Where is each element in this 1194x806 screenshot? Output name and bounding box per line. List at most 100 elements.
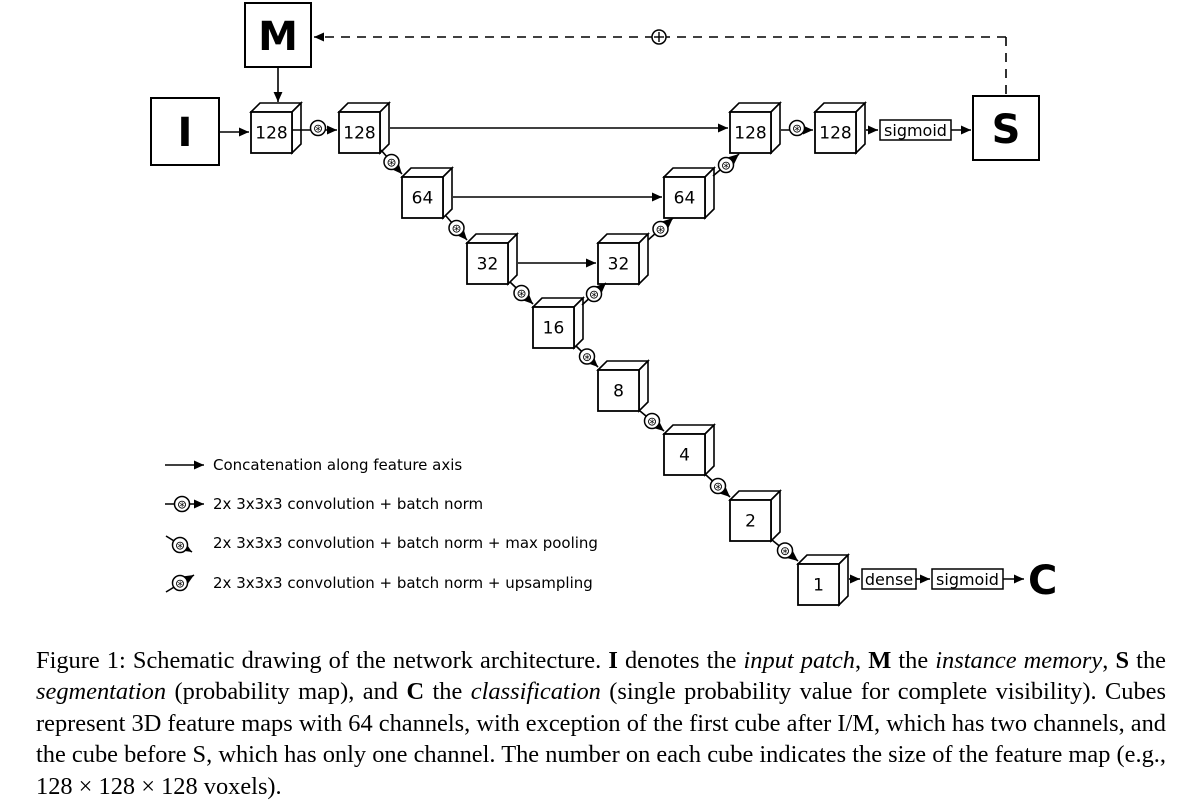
input-label: I: [178, 110, 193, 156]
cube-size-label: 128: [734, 124, 766, 144]
cube-size-label: 8: [613, 382, 624, 402]
cube-size-label: 4: [679, 446, 690, 466]
feature-cube-enc32: 32: [465, 232, 519, 286]
feature-cube-dec128a: 128: [728, 101, 782, 155]
conv-operator-icon: ⊛: [448, 219, 465, 237]
conv-operator-icon: ⊛: [788, 119, 806, 137]
caption-em-input: input patch: [743, 647, 855, 674]
operator-symbols: ⊛ ⊛ ⊛ ⊛ ⊛ ⊛ ⊛ ⊛ ⊛ ⊛ ⊛ ⊛: [309, 29, 806, 559]
svg-text:⊛: ⊛: [792, 122, 802, 136]
feature-cube-br1: 1: [796, 553, 850, 607]
feature-cube-br2: 2: [728, 489, 782, 543]
svg-text:⊛: ⊛: [313, 122, 323, 136]
caption-text: ,: [854, 647, 869, 674]
conv-operator-icon: ⊛: [643, 412, 661, 430]
plus-icon: [651, 29, 667, 45]
sigmoid-cls-box: sigmoid: [931, 568, 1004, 590]
legend-concat-text: Concatenation along feature axis: [213, 456, 462, 474]
svg-text:⊛: ⊛: [780, 544, 790, 558]
classification-label: C: [1028, 558, 1057, 604]
svg-text:⊛: ⊛: [713, 480, 723, 494]
memory-label: M: [258, 14, 298, 60]
caption-em-memory: instance memory: [935, 647, 1103, 674]
feature-cube-enc16: 16: [531, 296, 585, 350]
conv-operator-icon: ⊛: [513, 284, 530, 302]
connection-lines: [219, 32, 1024, 584]
cube-size-label: 128: [343, 124, 375, 144]
conv-operator-icon: ⊛: [309, 119, 327, 137]
feature-cube-enc128a: 128: [249, 101, 303, 155]
caption-text: (single probability value for complete v…: [36, 678, 1166, 800]
svg-text:⊛: ⊛: [589, 288, 599, 302]
legend-up-icon: ⊛: [171, 574, 189, 592]
svg-text:⊛: ⊛: [516, 287, 526, 301]
caption-term-s: S: [1115, 647, 1130, 674]
feature-cube-br4: 4: [662, 423, 716, 477]
conv-operator-icon: ⊛: [578, 348, 596, 365]
legend: Concatenation along feature axis ⊛ 2x 3x…: [165, 456, 598, 593]
feature-cube-enc64: 64: [400, 166, 454, 220]
caption-term-m: M: [868, 647, 892, 674]
svg-text:⊛: ⊛: [582, 350, 592, 364]
svg-text:⊛: ⊛: [451, 222, 461, 236]
feature-cube-dec128b: 128: [813, 101, 867, 155]
cube-size-label: 64: [674, 189, 696, 209]
dense-box: dense: [861, 568, 917, 590]
dense-label: dense: [865, 570, 913, 589]
svg-text:⊛: ⊛: [386, 156, 396, 170]
segmentation-label: S: [992, 107, 1021, 153]
svg-text:⊛: ⊛: [647, 415, 657, 429]
conv-operator-icon: ⊛: [709, 477, 727, 495]
cube-size-label: 32: [608, 255, 630, 275]
cube-size-label: 1: [813, 576, 824, 596]
conv-operator-icon: ⊛: [383, 153, 400, 171]
sigmoid-seg-label: sigmoid: [884, 121, 947, 140]
sigmoid-cls-label: sigmoid: [936, 570, 999, 589]
caption-prefix: Figure 1: Schematic drawing of the netwo…: [36, 647, 602, 674]
cubes-layer: 128 128 64 32 16 32 64 128 128 8 4 2 1: [249, 101, 867, 607]
cube-size-label: 16: [543, 319, 565, 339]
feature-cube-dec32: 32: [596, 232, 650, 286]
cube-size-label: 2: [745, 512, 756, 532]
svg-text:⊛: ⊛: [655, 223, 665, 237]
svg-text:⊛: ⊛: [175, 539, 185, 553]
caption-text: the: [891, 647, 936, 674]
feature-cube-enc128b: 128: [337, 101, 391, 155]
input-box: I: [150, 97, 220, 166]
caption-text: the: [1129, 647, 1166, 674]
conv-operator-icon: ⊛: [717, 156, 735, 174]
segmentation-box: S: [972, 95, 1040, 161]
caption-text: ,: [1102, 647, 1116, 674]
caption-term-i: I: [608, 647, 618, 674]
figure-caption: Figure 1: Schematic drawing of the netwo…: [36, 645, 1166, 802]
legend-up-symbol: ⊛: [171, 574, 189, 592]
memory-box: M: [244, 2, 312, 68]
caption-text: (probability map), and: [166, 678, 407, 706]
legend-pool-icon: ⊛: [171, 536, 189, 554]
svg-text:⊛: ⊛: [175, 577, 185, 591]
cube-size-label: 32: [477, 255, 499, 275]
caption-em-seg: segmentation: [36, 678, 167, 706]
caption-em-cls: classification: [470, 678, 601, 706]
legend-pool-text: 2x 3x3x3 convolution + batch norm + max …: [213, 534, 598, 552]
sigmoid-seg-box: sigmoid: [879, 119, 952, 141]
caption-text: denotes the: [617, 647, 744, 674]
feature-cube-dec64: 64: [662, 166, 716, 220]
legend-conv-text: 2x 3x3x3 convolution + batch norm: [213, 495, 483, 513]
legend-pool-symbol: ⊛: [171, 536, 189, 554]
cube-size-label: 128: [819, 124, 851, 144]
conv-operator-icon: ⊛: [776, 542, 794, 559]
feature-cube-br8: 8: [596, 359, 650, 413]
legend-conv-icon: ⊛: [173, 495, 191, 513]
cube-size-label: 64: [412, 189, 434, 209]
legend-conv-symbol: ⊛: [173, 495, 191, 513]
caption-term-c: C: [406, 678, 425, 706]
svg-text:⊛: ⊛: [177, 498, 187, 512]
conv-operator-icon: ⊛: [652, 220, 669, 238]
cube-size-label: 128: [255, 124, 287, 144]
svg-text:⊛: ⊛: [721, 159, 731, 173]
caption-text: the: [424, 678, 471, 706]
legend-up-text: 2x 3x3x3 convolution + batch norm + upsa…: [213, 574, 593, 592]
conv-operator-icon: ⊛: [585, 285, 603, 303]
